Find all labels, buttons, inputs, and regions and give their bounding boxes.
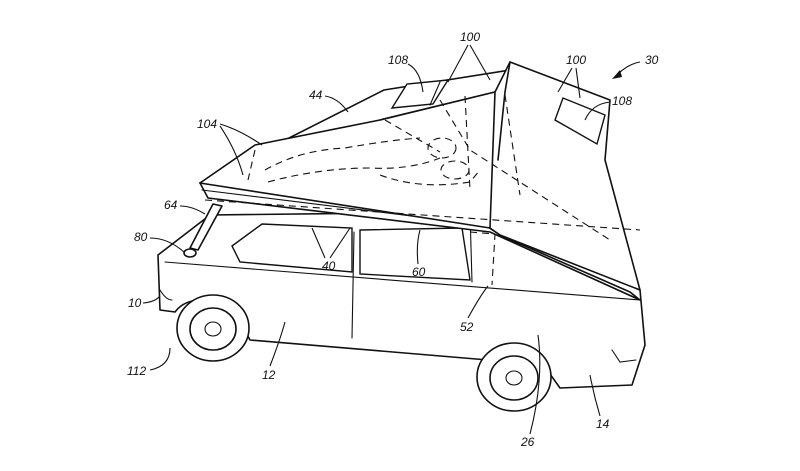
- ref-26: 26: [520, 334, 541, 449]
- ref-108-right: 108: [584, 94, 632, 121]
- ref-100-left: 100: [447, 30, 491, 83]
- ref-80-label: 80: [134, 230, 148, 244]
- ref-26-label: 26: [520, 435, 535, 449]
- ref-52-label: 52: [460, 320, 474, 334]
- ref-108-right-label: 108: [612, 94, 632, 108]
- rear-wheel: [476, 342, 552, 412]
- ref-44-label: 44: [309, 88, 323, 102]
- occupants-sketch: [264, 137, 481, 186]
- ref-30-label: 30: [645, 53, 659, 67]
- roof-window-right: [554, 97, 606, 146]
- ref-108-left: 108: [388, 53, 424, 93]
- ref-12: 12: [262, 321, 286, 382]
- ref-14-label: 14: [596, 417, 610, 431]
- ref-44: 44: [309, 88, 349, 113]
- ref-52: 52: [460, 285, 489, 334]
- ref-104: 104: [197, 117, 263, 176]
- ref-10-label: 10: [128, 296, 142, 310]
- side-windows: [231, 223, 496, 286]
- roof-window-left: [390, 79, 450, 109]
- roof-tent: [199, 61, 641, 301]
- ref-40-label: 40: [322, 259, 336, 273]
- ref-60-label: 60: [412, 265, 426, 279]
- ref-10: 10: [128, 295, 161, 310]
- ref-14: 14: [589, 374, 610, 431]
- ref-12-label: 12: [262, 368, 276, 382]
- ref-112-label: 112: [127, 364, 146, 378]
- ref-60: 60: [412, 229, 426, 279]
- ref-100-right: 100: [557, 53, 586, 99]
- front-wheel: [176, 294, 250, 362]
- support-strut: [189, 203, 223, 251]
- ref-30: 30: [612, 53, 659, 79]
- ref-64-label: 64: [164, 198, 178, 212]
- ref-100-right-label: 100: [566, 53, 586, 67]
- ref-108-left-label: 108: [388, 53, 408, 67]
- ref-100-left-label: 100: [460, 30, 480, 44]
- ref-104-label: 104: [197, 117, 217, 131]
- ref-80: 80: [134, 230, 185, 253]
- ref-112: 112: [127, 347, 171, 378]
- ref-40: 40: [311, 227, 351, 273]
- ref-64: 64: [164, 198, 206, 215]
